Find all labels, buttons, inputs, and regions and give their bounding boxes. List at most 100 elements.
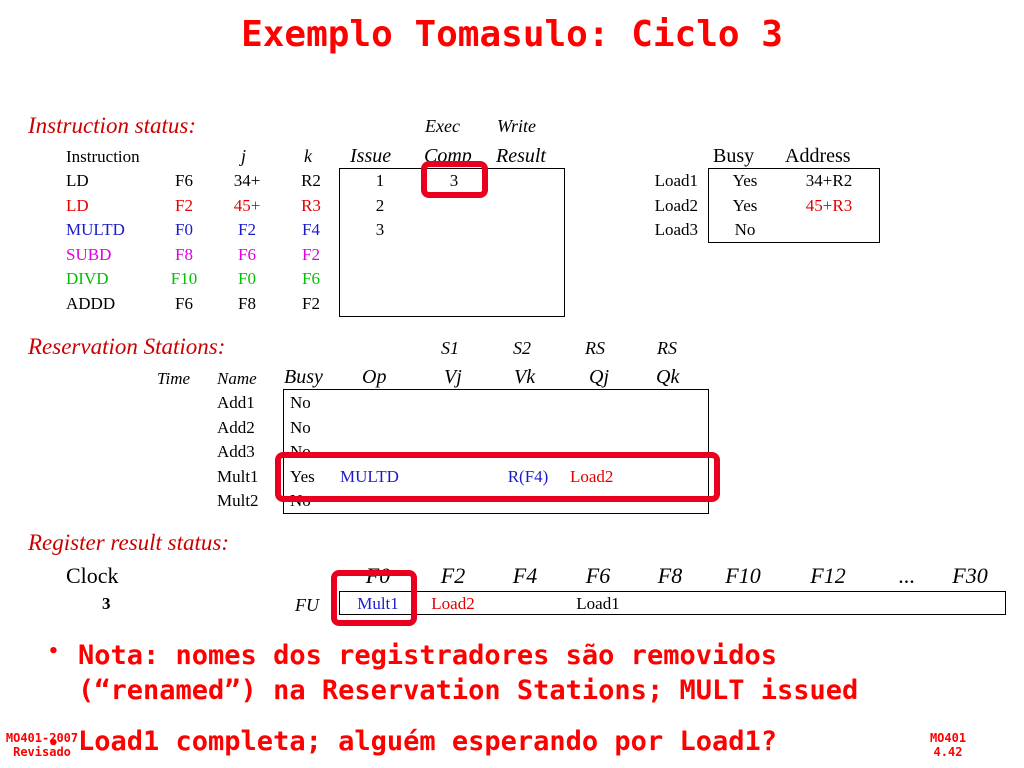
s1-header: S1 <box>441 338 459 358</box>
register-header: ... <box>898 563 916 588</box>
write-header: Write <box>497 116 536 136</box>
j-col-header: j <box>241 146 247 166</box>
instr-k: F6 <box>302 269 320 288</box>
op-col-header: Op <box>362 366 387 388</box>
s2-header: S2 <box>513 338 531 358</box>
instr-issue: 3 <box>375 220 385 239</box>
rs-name: Add2 <box>217 417 255 437</box>
register-fu-cell: Load2 <box>431 594 475 613</box>
register-result-label: Register result status: <box>28 530 230 555</box>
instr-issue: 2 <box>375 195 385 215</box>
instr-j: F2 <box>238 220 256 239</box>
rs-busy: No <box>290 417 311 437</box>
rs-name: Mult1 <box>217 466 259 486</box>
instr-issue: 1 <box>375 171 385 190</box>
instr-j: 45+ <box>233 195 261 215</box>
instr-op: SUBD <box>66 244 112 264</box>
register-fu-cell: Load1 <box>576 594 620 613</box>
load-buffer-box <box>708 168 880 243</box>
note-1-line-2: (“renamed”) na Reservation Stations; MUL… <box>78 675 859 706</box>
reservation-stations-box <box>283 389 709 514</box>
register-header: F8 <box>657 563 683 588</box>
register-header: F12 <box>810 563 846 588</box>
reservation-stations-label: Reservation Stations: <box>28 334 226 359</box>
load-buffer-name: Load3 <box>654 220 698 239</box>
footer-right-line-1: MO401 <box>929 731 967 745</box>
instr-dest: F6 <box>175 293 193 313</box>
footer-right-line-2: 4.42 <box>933 745 963 759</box>
busy-col-header: Busy <box>284 366 323 388</box>
rs-busy: No <box>290 393 311 412</box>
vk-col-header: Vk <box>514 366 536 388</box>
k-col-header: k <box>304 146 312 166</box>
instr-k: R3 <box>301 195 321 215</box>
load-buffer-busy: Yes <box>732 171 758 190</box>
load-busy-header: Busy <box>713 145 755 167</box>
register-header: F30 <box>952 563 988 588</box>
qj-col-header: Qj <box>589 366 609 388</box>
instruction-status-label: Instruction status: <box>28 113 197 138</box>
register-header: F10 <box>725 563 761 588</box>
clock-value: 3 <box>102 594 111 613</box>
instr-j: F6 <box>238 244 256 264</box>
note-2: Load1 completa; alguém esperando por Loa… <box>78 726 777 757</box>
issue-col-header: Issue <box>350 145 392 167</box>
result-col-header: Result <box>496 145 546 167</box>
instr-j: F8 <box>238 293 256 313</box>
register-header: F2 <box>440 563 466 588</box>
instr-op: ADDD <box>66 293 116 313</box>
comp-highlight-box <box>421 161 488 198</box>
footer-right: MO401 4.42 <box>918 731 978 759</box>
note-bullet-2: • <box>48 733 59 754</box>
instr-dest: F2 <box>175 195 193 215</box>
rs-qk-header: RS <box>657 338 677 358</box>
instr-k: R2 <box>301 171 321 190</box>
mult1-fu-highlight-box <box>331 570 417 626</box>
exec-header: Exec <box>425 116 460 136</box>
footer-left: MO401-2007 Revisado <box>4 731 80 759</box>
footer-left-line-1: MO401-2007 <box>5 731 79 745</box>
note-bullet-1: • <box>48 641 59 662</box>
vj-col-header: Vj <box>444 366 462 388</box>
note-1-line-1: Nota: nomes dos registradores são removi… <box>78 640 777 671</box>
mult1-highlight-box <box>275 452 720 502</box>
instr-j: 34+ <box>233 171 261 190</box>
instr-j: F0 <box>238 269 256 288</box>
clock-label: Clock <box>66 563 119 588</box>
instr-dest: F0 <box>175 220 193 239</box>
load-address-header: Address <box>785 145 851 167</box>
register-fu-cell: Mult1 <box>357 594 399 613</box>
rs-vk: R(F4) <box>507 466 549 486</box>
instr-op: MULTD <box>66 220 125 239</box>
rs-name: Mult2 <box>217 491 259 510</box>
qk-col-header: Qk <box>656 366 680 388</box>
footer-left-line-2: Revisado <box>13 745 71 759</box>
register-result-box <box>339 591 1006 615</box>
instr-dest: F10 <box>170 269 198 288</box>
name-col-header: Name <box>217 369 257 388</box>
instr-op: LD <box>66 171 89 190</box>
instr-op: DIVD <box>66 269 109 288</box>
instruction-status-box <box>339 168 565 317</box>
slide-title: Exemplo Tomasulo: Ciclo 3 <box>241 14 783 55</box>
load-buffer-name: Load1 <box>654 171 698 190</box>
register-header: F6 <box>585 563 611 588</box>
instr-k: F4 <box>302 220 320 239</box>
load-buffer-address: 45+R3 <box>805 195 853 215</box>
load-buffer-name: Load2 <box>654 195 698 215</box>
rs-qj: Load2 <box>570 466 614 486</box>
register-header: F4 <box>512 563 538 588</box>
load-buffer-busy: Yes <box>732 195 758 215</box>
instr-dest: F6 <box>175 171 193 190</box>
instr-k: F2 <box>302 293 320 313</box>
rs-op: MULTD <box>340 466 399 486</box>
load-buffer-address: 34+R2 <box>805 171 853 190</box>
instr-comp: 3 <box>449 171 459 190</box>
rs-busy: Yes <box>290 466 315 486</box>
instruction-col-header: Instruction <box>66 147 140 166</box>
rs-qj-header: RS <box>585 338 605 358</box>
rs-name: Add1 <box>217 393 255 412</box>
rs-name: Add3 <box>217 442 255 461</box>
fu-label: FU <box>295 595 319 615</box>
load-buffer-busy: No <box>734 220 756 239</box>
